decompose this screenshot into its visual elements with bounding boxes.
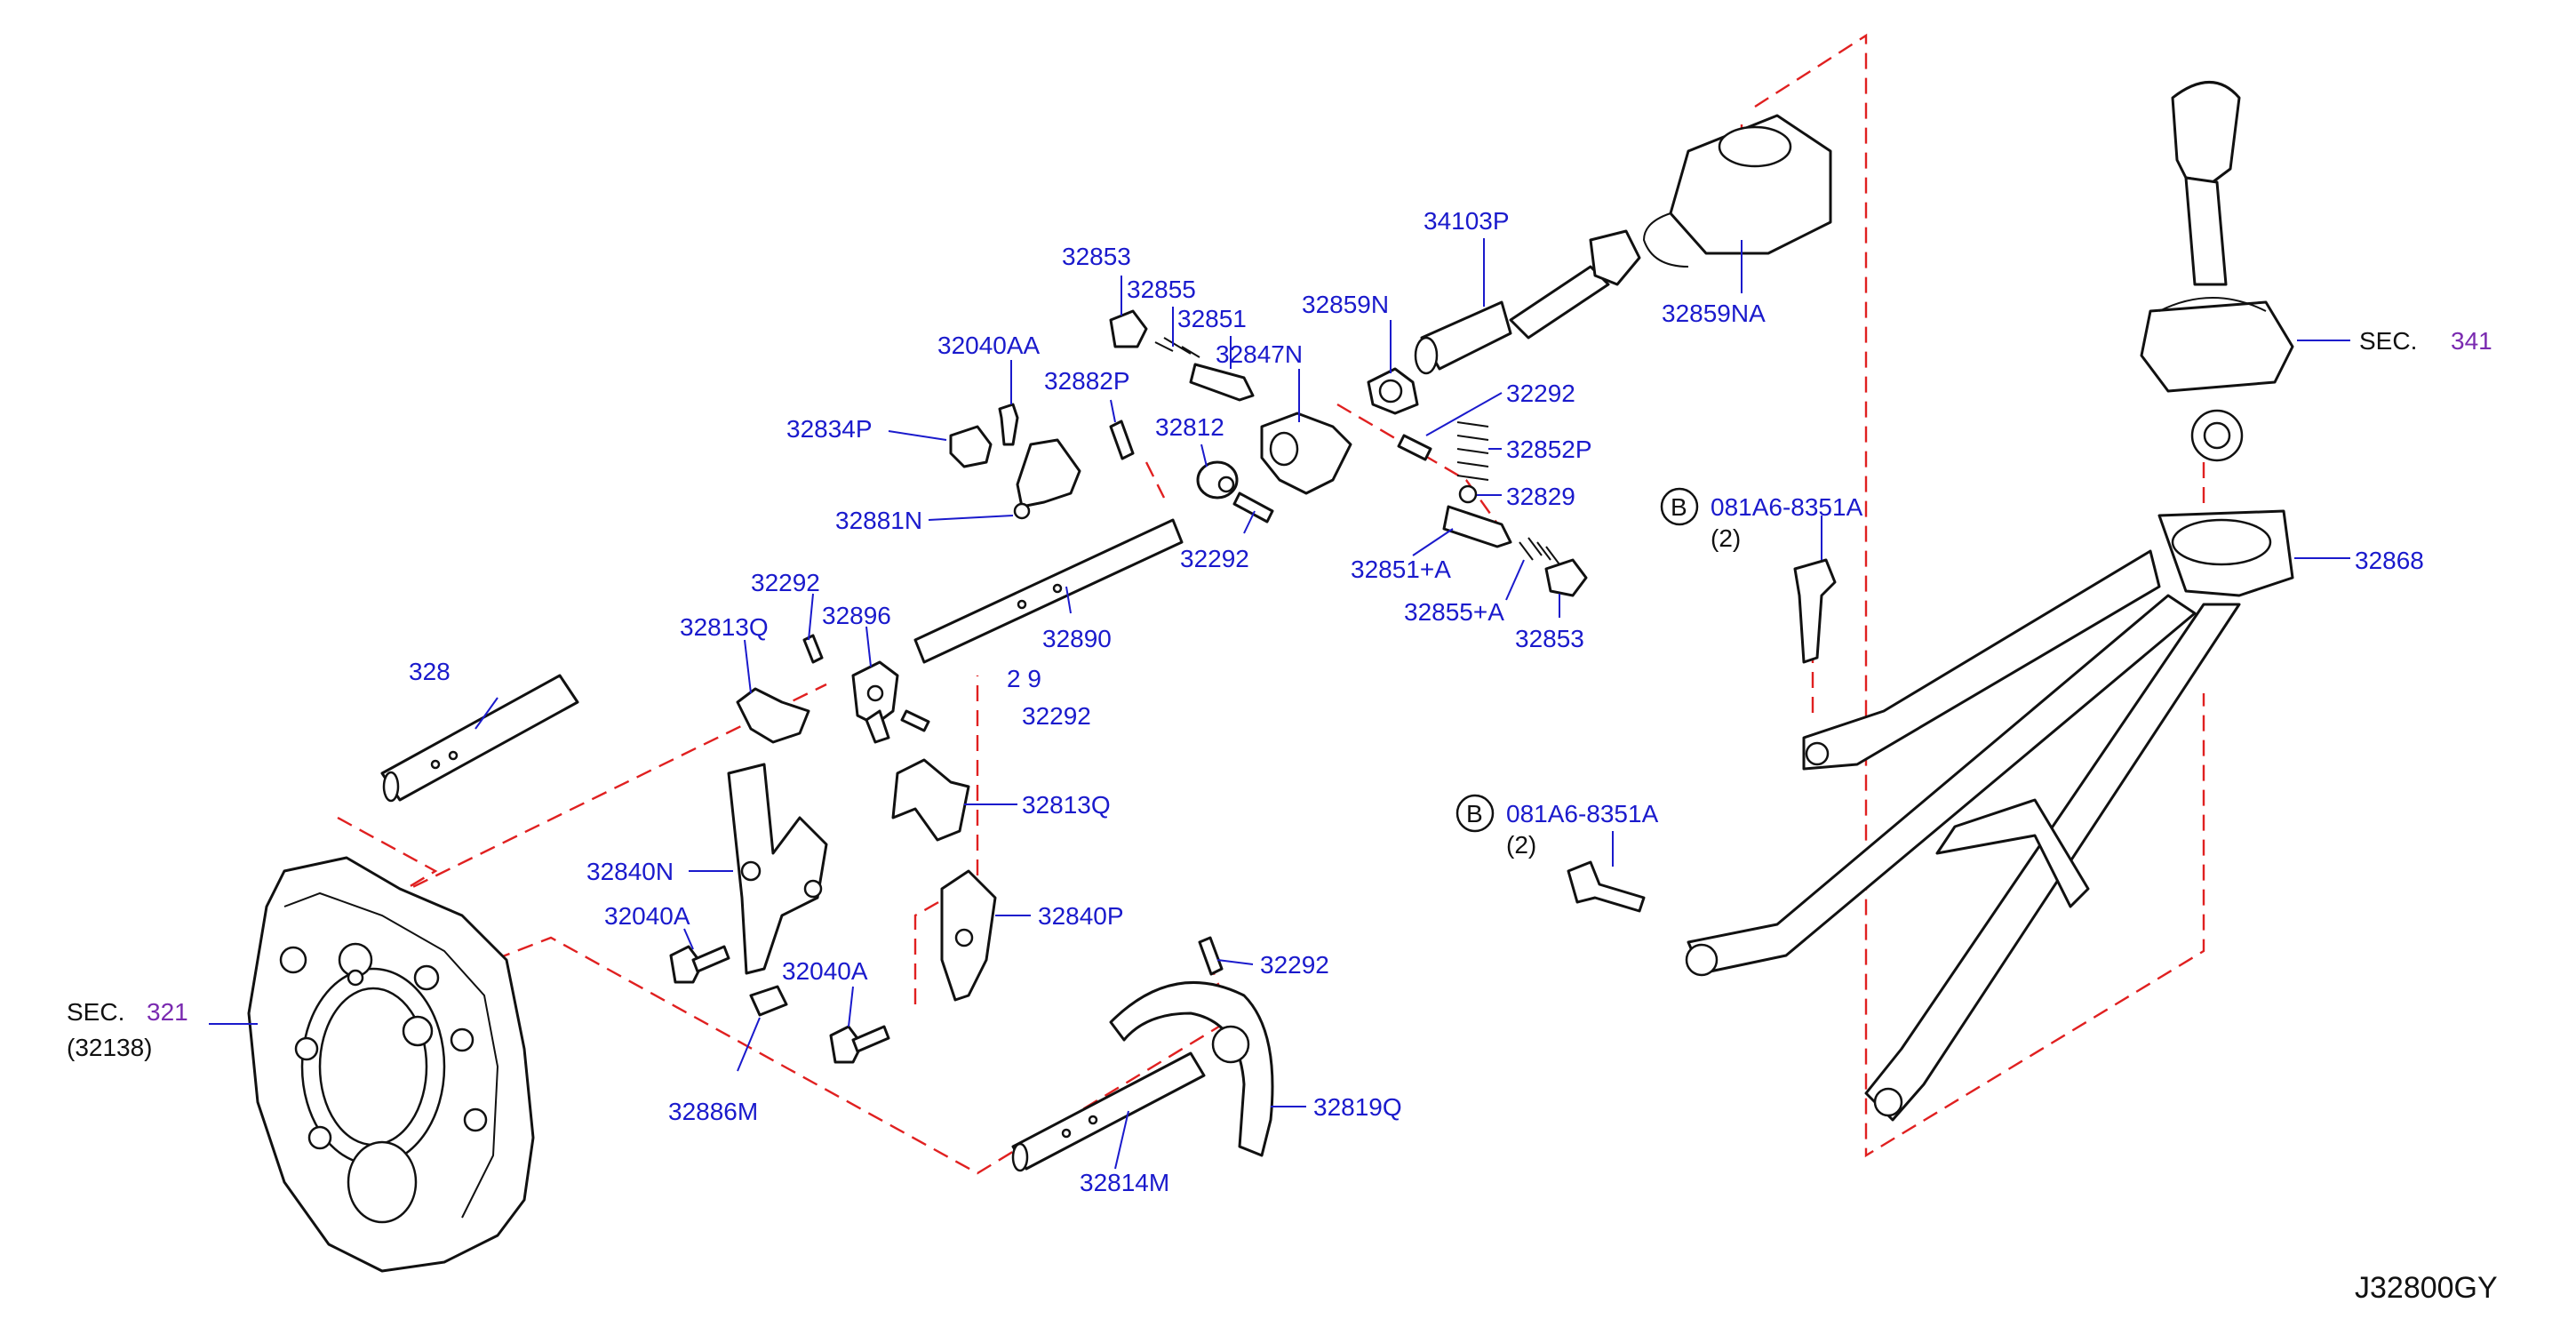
label-32896: 32896 <box>822 602 891 629</box>
clamp-32881N <box>1013 438 1081 520</box>
spring-32855-top <box>1154 337 1200 358</box>
callout-qty-lower: (2) <box>1506 831 1536 859</box>
label-32853-top: 32853 <box>1062 243 1131 270</box>
callout-circle-lower <box>1455 794 1495 833</box>
boot-32859N <box>1367 367 1419 415</box>
label-32812: 32812 <box>1155 413 1224 441</box>
label-32829: 32829 <box>1506 483 1575 510</box>
callout-circle-upper <box>1660 487 1699 526</box>
label-32881N: 32881N <box>835 507 922 534</box>
sec-321-sub: (32138) <box>67 1034 153 1061</box>
sec-321-number: 321 <box>147 998 188 1026</box>
label-32292-c: 32292 <box>751 569 820 596</box>
callout-part-lower: 081A6-8351A <box>1506 800 1659 827</box>
pins-32292 <box>802 420 1432 976</box>
bolt-32040A-right <box>829 1025 890 1064</box>
bolt-32040A-left <box>669 945 730 984</box>
bushing-32834P <box>949 425 993 468</box>
plunger-32851A <box>1442 505 1512 548</box>
sec-341-prefix: SEC. <box>2359 327 2417 355</box>
label-32814M: 32814M <box>1080 1169 1169 1196</box>
leader-lines <box>209 238 2350 1170</box>
shift-rod-left <box>380 674 579 803</box>
label-34103P: 34103P <box>1424 207 1510 235</box>
plunger-32851 <box>1189 363 1255 402</box>
label-32292-d: 32292 <box>1022 702 1091 730</box>
label-32040A-right: 32040A <box>782 957 868 985</box>
callout-part-upper: 081A6-8351A <box>1711 493 1863 521</box>
label-32853-bottom: 32853 <box>1515 625 1584 652</box>
plug-32853-bottom <box>1544 558 1588 597</box>
label-32852P: 32852P <box>1506 436 1592 463</box>
bracket-32813Q-upper <box>736 687 810 744</box>
spring-32852P <box>1456 421 1489 481</box>
label-32890: 32890 <box>1042 625 1112 652</box>
bolt-callout-lower: B 081A6-8351A (2) <box>1455 794 1659 859</box>
label-32868: 32868 <box>2355 547 2424 574</box>
block-32886M <box>749 985 788 1017</box>
part-labels: 32853 32855 32851 32847N 32859N 34103P 3… <box>409 207 2424 1196</box>
label-32840N: 32840N <box>586 858 674 885</box>
sec-321-prefix: SEC. <box>67 998 124 1026</box>
label-32855A: 32855+A <box>1404 598 1504 626</box>
collar-32812 <box>1196 460 1239 500</box>
label-32813Q-lower: 32813Q <box>1022 791 1111 819</box>
ball-32829 <box>1458 484 1478 504</box>
plug-32853-top <box>1109 309 1148 348</box>
label-32292-b: 32292 <box>1180 545 1249 572</box>
label-32859NA: 32859NA <box>1662 300 1766 327</box>
label-32040A-left: 32040A <box>604 902 690 930</box>
label-32859N: 32859N <box>1302 291 1389 318</box>
label-32834P: 32834P <box>786 415 873 443</box>
label-328-partial: 328 <box>409 658 451 685</box>
label-32819Q: 32819Q <box>1313 1093 1402 1121</box>
bolt-32040AA <box>998 403 1019 446</box>
shift-rod-32890 <box>913 518 1184 664</box>
label-32840P: 32840P <box>1038 902 1124 930</box>
bolt-081A6-upper <box>1793 558 1837 664</box>
sec-341-number: 341 <box>2451 327 2492 355</box>
bolt-callout-upper: B 081A6-8351A (2) <box>1660 487 1863 552</box>
shift-lever-341 <box>2140 81 2294 462</box>
label-32847N: 32847N <box>1216 340 1303 368</box>
bracket-32813Q-lower <box>891 758 970 842</box>
shift-fork-32840N <box>727 763 828 975</box>
sec-341-ref: SEC. 341 <box>2359 327 2492 355</box>
label-32855: 32855 <box>1127 276 1196 303</box>
callout-letter-lower: B <box>1466 800 1483 827</box>
label-32813Q-upper: 32813Q <box>680 613 769 641</box>
shift-fork-32819Q <box>1109 980 1274 1157</box>
label-29-partial: 2 9 <box>1007 665 1041 692</box>
bracket-32868 <box>1685 509 2294 1122</box>
spring-32855A <box>1519 537 1560 565</box>
selector-32896 <box>851 660 899 744</box>
lever-32847N <box>1260 412 1352 495</box>
label-32886M: 32886M <box>668 1098 758 1125</box>
label-32851: 32851 <box>1177 305 1247 332</box>
label-32292-a: 32292 <box>1506 380 1575 407</box>
sec-321-ref: SEC. 321 (32138) <box>67 998 188 1061</box>
joint-34103P <box>1414 229 1641 375</box>
label-32851A: 32851+A <box>1351 556 1451 583</box>
label-32292-e: 32292 <box>1260 951 1329 979</box>
transmission-case-321 <box>247 856 535 1273</box>
assembly-guide-lines <box>337 33 2205 1175</box>
callout-qty-upper: (2) <box>1711 524 1741 552</box>
boot-32859NA <box>1642 114 1832 268</box>
label-32882P: 32882P <box>1044 367 1130 395</box>
shift-fork-32840P <box>940 869 997 1002</box>
label-32040AA: 32040AA <box>937 332 1041 359</box>
diagram-code: J32800GY <box>2355 1271 2498 1305</box>
shift-rod-32814M <box>1011 1051 1206 1172</box>
bolt-081A6-lower <box>1567 860 1646 913</box>
callout-letter-upper: B <box>1671 493 1687 521</box>
